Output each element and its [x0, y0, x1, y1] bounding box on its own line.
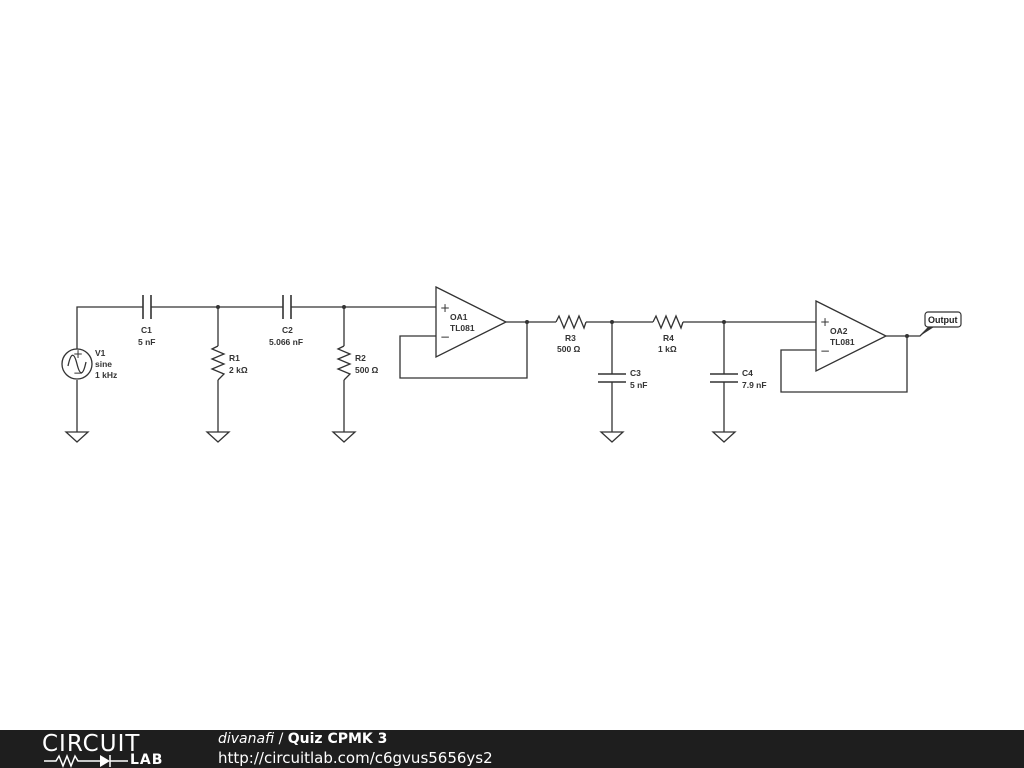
r2-resistor[interactable] — [336, 345, 352, 381]
c1-capacitor[interactable] — [142, 295, 152, 319]
output-label: Output — [928, 315, 958, 325]
circuit-title[interactable]: Quiz CPMK 3 — [287, 731, 388, 747]
r4-value-label: 1 kΩ — [658, 344, 677, 354]
c3-name-label: C3 — [630, 368, 641, 378]
oa2-opamp[interactable] — [815, 299, 888, 373]
r3-name-label: R3 — [565, 333, 576, 343]
r3-resistor[interactable] — [555, 314, 587, 330]
circuit-title-line: divanafi / Quiz CPMK 3 — [218, 731, 387, 748]
v1-type-label: sine — [95, 359, 112, 369]
r2-name-label: R2 — [355, 353, 366, 363]
title-separator: / — [274, 731, 288, 747]
oa2-name-label: OA2 — [830, 326, 848, 336]
author-link[interactable]: divanafi — [218, 731, 275, 747]
oa2-minus-sign: − — [820, 344, 830, 358]
circuit-url-link[interactable]: http://circuitlab.com/c6gvus5656ys2 — [218, 749, 493, 767]
c2-value-label: 5.066 nF — [269, 337, 303, 347]
circuitlab-logo[interactable]: CIRCUIT LAB — [42, 731, 177, 768]
ground-icon — [205, 431, 231, 443]
r2-value-label: 500 Ω — [355, 365, 379, 375]
output-flag[interactable] — [920, 311, 962, 336]
r4-resistor[interactable] — [652, 314, 684, 330]
v1-name-label: V1 — [95, 348, 106, 358]
r1-name-label: R1 — [229, 353, 240, 363]
oa1-plus-sign: + — [440, 301, 450, 315]
junctions — [216, 305, 909, 338]
c3-value-label: 5 nF — [630, 380, 647, 390]
ground-icon — [711, 431, 737, 443]
ground-icon — [599, 431, 625, 443]
c1-value-label: 5 nF — [138, 337, 155, 347]
c2-capacitor[interactable] — [282, 295, 292, 319]
wires — [76, 306, 929, 432]
oa2-plus-sign: + — [820, 315, 830, 329]
c3-capacitor[interactable] — [598, 373, 626, 383]
c1-name-label: C1 — [141, 325, 152, 335]
ground-icon — [331, 431, 357, 443]
r1-value-label: 2 kΩ — [229, 365, 248, 375]
oa1-name-label: OA1 — [450, 312, 468, 322]
r1-resistor[interactable] — [210, 345, 226, 381]
logo-resistor-diode-icon — [44, 754, 128, 768]
svg-text:+: + — [73, 347, 83, 361]
v1-value-label: 1 kHz — [95, 370, 117, 380]
logo-wordmark-bottom: LAB — [130, 752, 164, 768]
v1-sine-source[interactable]: + − — [61, 347, 93, 380]
c2-name-label: C2 — [282, 325, 293, 335]
oa2-model-label: TL081 — [830, 337, 855, 347]
r4-name-label: R4 — [663, 333, 674, 343]
r3-value-label: 500 Ω — [557, 344, 581, 354]
oa1-model-label: TL081 — [450, 323, 475, 333]
logo-wordmark-top: CIRCUIT — [42, 731, 141, 757]
circuit-schematic: + − V1 sine 1 kHz C1 5 nF R1 2 kΩ C2 5.0… — [61, 285, 962, 443]
ground-icon — [64, 431, 90, 443]
svg-text:−: − — [73, 366, 83, 380]
oa1-minus-sign: − — [440, 330, 450, 344]
footer-bar: CIRCUIT LAB divanafi / Quiz CPMK 3 http:… — [0, 730, 1024, 768]
oa1-opamp[interactable] — [435, 285, 508, 359]
c4-capacitor[interactable] — [710, 373, 738, 383]
c4-name-label: C4 — [742, 368, 753, 378]
c4-value-label: 7.9 nF — [742, 380, 767, 390]
